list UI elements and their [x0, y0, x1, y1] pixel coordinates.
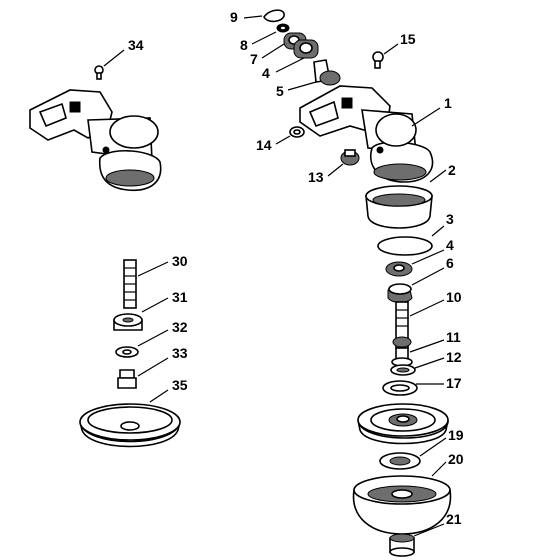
part-4-bearing-lower	[385, 261, 413, 277]
label-34: 34	[128, 37, 144, 53]
left-gear-head-assembly	[29, 89, 162, 191]
label-11: 11	[446, 329, 461, 345]
part-9-circlip	[263, 9, 285, 23]
part-3-o-ring	[377, 236, 433, 256]
part-17-thrust-plate	[357, 403, 449, 445]
label-35: 35	[172, 377, 188, 393]
part-15-screw	[372, 51, 384, 69]
label-6: 6	[446, 255, 454, 271]
part-1-gear-housing	[299, 85, 434, 183]
part-5-pinion-shaft	[313, 59, 341, 86]
label-13: 13	[308, 169, 324, 185]
label-20: 20	[448, 451, 464, 467]
part-6-circlip	[387, 283, 413, 303]
part-20-cup	[352, 475, 452, 535]
label-17: 17	[446, 375, 462, 391]
part-10-gear-shaft	[392, 301, 412, 349]
part-8-ring	[276, 23, 290, 33]
label-31: 31	[172, 289, 188, 305]
part-11-shaft-lower	[391, 347, 413, 367]
part-13-plug	[340, 149, 360, 166]
part-4-bearing-upper	[293, 39, 319, 59]
label-4-lower: 4	[446, 237, 454, 253]
part-2-thrust-ring	[365, 185, 433, 229]
part-21-nut	[389, 533, 415, 557]
part-35-disc	[79, 403, 181, 448]
part-14-washer	[289, 126, 305, 138]
label-12: 12	[446, 349, 462, 365]
part-33-hex-bolt	[117, 369, 137, 389]
label-5: 5	[276, 83, 284, 99]
part-19-washer	[379, 452, 421, 470]
label-15: 15	[400, 31, 416, 47]
label-10: 10	[446, 289, 462, 305]
label-9: 9	[230, 9, 238, 25]
label-30: 30	[172, 253, 188, 269]
label-3: 3	[446, 211, 454, 227]
part-30-bolt	[123, 259, 137, 309]
label-7: 7	[250, 51, 258, 67]
part-12-washer	[390, 364, 416, 376]
label-4-upper: 4	[262, 65, 270, 81]
label-2: 2	[448, 162, 456, 178]
label-14: 14	[256, 137, 272, 153]
label-1: 1	[444, 95, 452, 111]
label-19: 19	[448, 427, 464, 443]
spacer-ring	[382, 380, 418, 396]
part-32-washer	[115, 346, 139, 358]
label-21: 21	[446, 511, 462, 527]
label-32: 32	[172, 319, 188, 335]
part-31-nut	[113, 313, 143, 331]
part-34-screw	[94, 65, 104, 80]
label-8: 8	[240, 37, 248, 53]
label-33: 33	[172, 345, 188, 361]
